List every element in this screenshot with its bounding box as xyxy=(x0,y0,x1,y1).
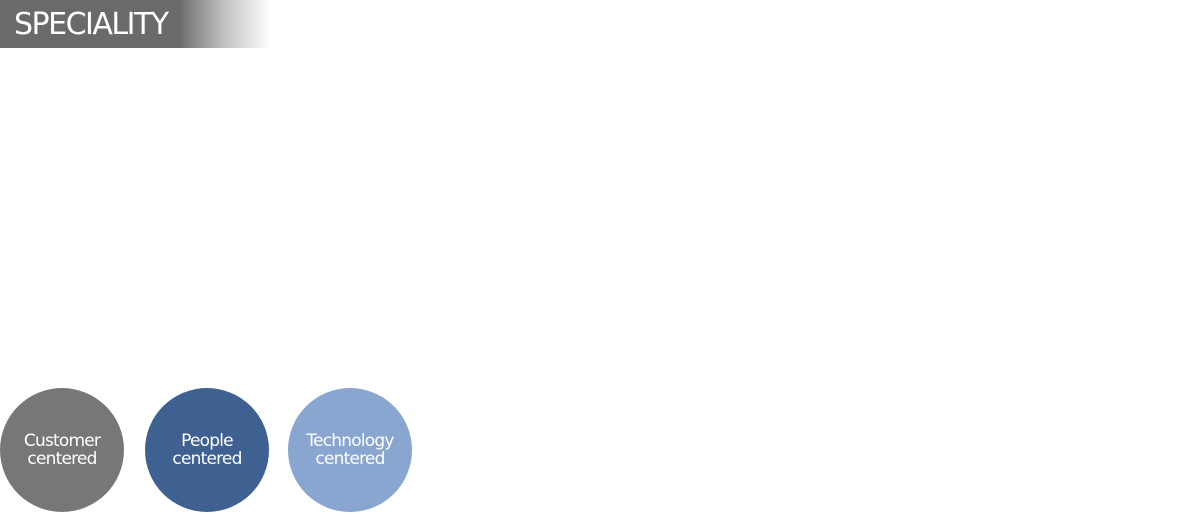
customer-centered-circle: Customer centered xyxy=(0,388,124,512)
circle-label-line1: Technology xyxy=(306,431,394,451)
circle-label-line2: centered xyxy=(315,449,385,469)
technology-centered-circle: Technology centered xyxy=(288,388,412,512)
section-header-banner: SPECIALITY xyxy=(0,0,270,48)
circle-label-line2: centered xyxy=(27,449,97,469)
circle-label-line2: centered xyxy=(172,449,242,469)
circle-label-line1: People xyxy=(181,431,233,451)
circle-label-line1: Customer xyxy=(23,431,101,451)
people-centered-circle: People centered xyxy=(145,388,269,512)
section-title: SPECIALITY xyxy=(14,7,169,42)
value-circles: Customer centered People centered Techno… xyxy=(0,388,420,512)
